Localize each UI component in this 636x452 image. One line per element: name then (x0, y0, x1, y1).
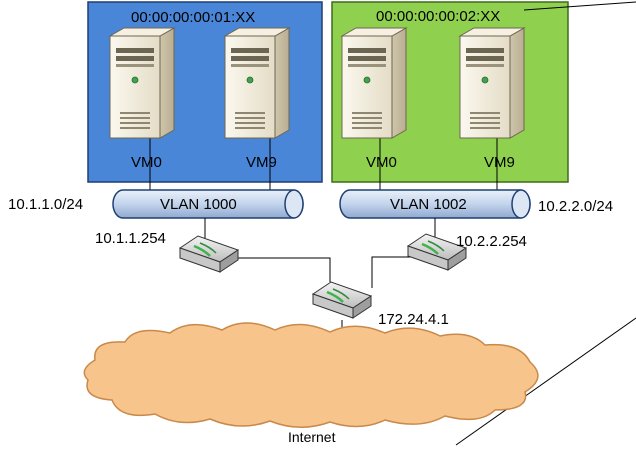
router-icon (178, 234, 240, 274)
server-icon (341, 27, 407, 139)
vlan-1000-pipe (112, 189, 304, 219)
subnet-label-right: 10.2.2.0/24 (538, 198, 613, 215)
router-ip-left: 10.1.1.254 (95, 230, 166, 247)
vm-label: VM0 (366, 154, 397, 171)
server-icon (224, 27, 290, 139)
vm-label: VM0 (131, 154, 162, 171)
vm-label: VM9 (484, 154, 515, 171)
router-ip-right: 10.2.2.254 (456, 233, 527, 250)
mac-label-right: 00:00:00:00:02:XX (376, 8, 500, 25)
router-icon (311, 280, 373, 320)
border-line (455, 317, 636, 446)
server-icon (109, 27, 175, 139)
subnet-label-left: 10.1.1.0/24 (8, 196, 83, 213)
router-ip-core: 172.24.4.1 (378, 311, 449, 328)
mac-label-left: 00:00:00:00:01:XX (131, 9, 255, 26)
vlan-1002-pipe (339, 189, 531, 219)
callout-line (523, 1, 636, 11)
vm-label: VM9 (246, 154, 277, 171)
vlan-label-left: VLAN 1000 (160, 196, 237, 213)
internet-label: Internet (288, 429, 336, 445)
cloud-icon (83, 322, 539, 428)
server-icon (459, 27, 525, 139)
vlan-label-right: VLAN 1002 (390, 196, 467, 213)
